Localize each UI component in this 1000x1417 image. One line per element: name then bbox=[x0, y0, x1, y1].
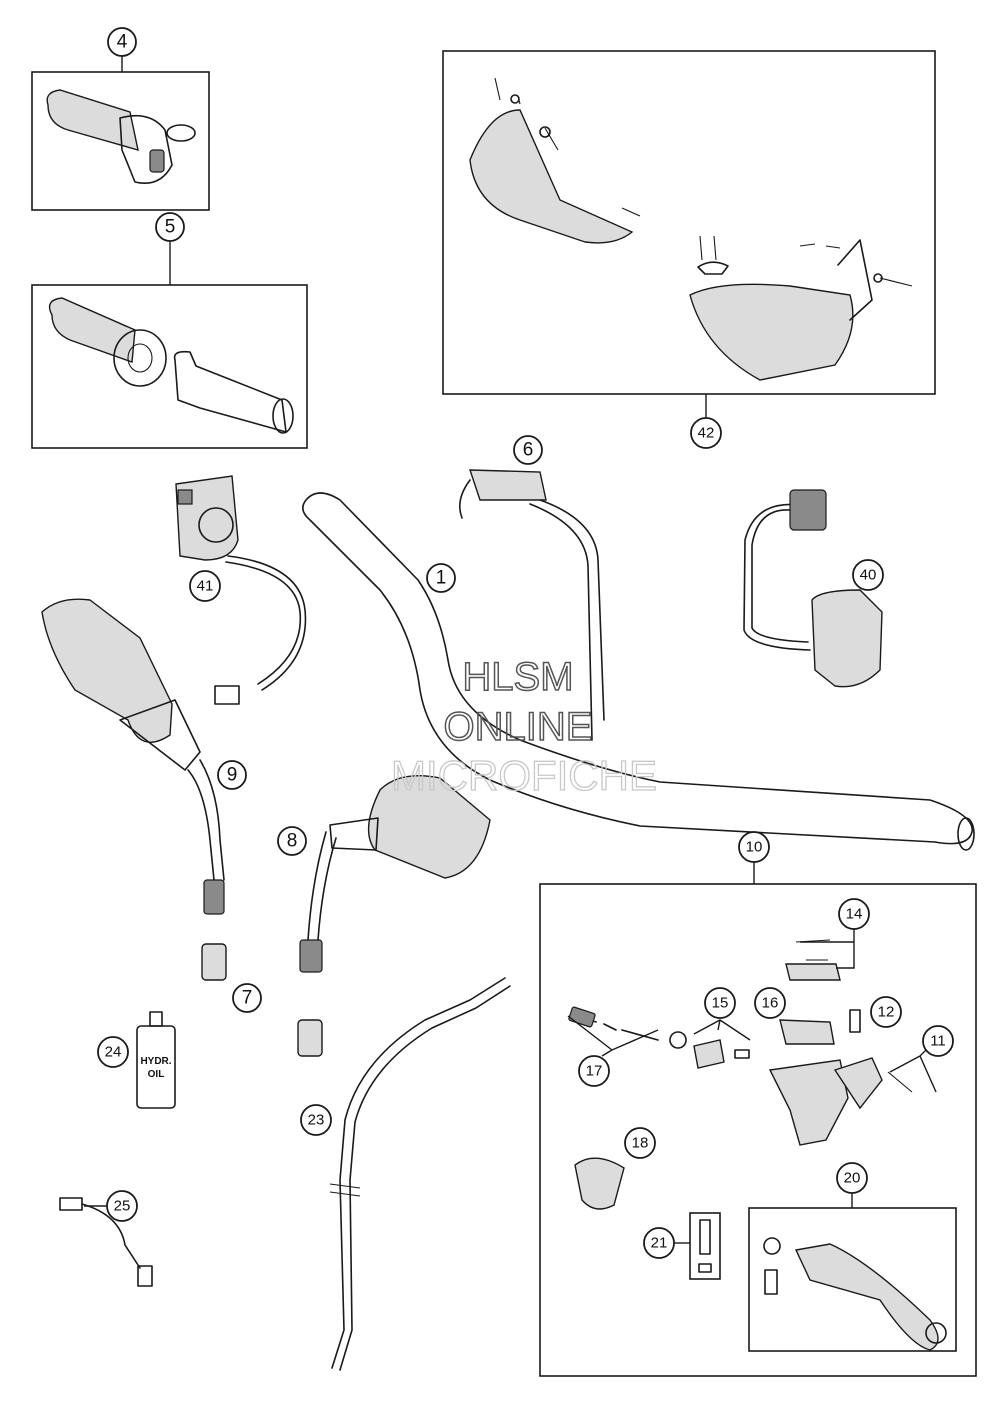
callout-17: 17 bbox=[578, 1055, 610, 1087]
callout-9: 9 bbox=[217, 760, 247, 790]
svg-text:4: 4 bbox=[117, 32, 128, 53]
callout-40: 40 bbox=[852, 559, 884, 591]
svg-text:1: 1 bbox=[436, 568, 447, 589]
svg-text:10: 10 bbox=[746, 839, 763, 856]
svg-text:6: 6 bbox=[523, 440, 534, 461]
svg-text:24: 24 bbox=[105, 1044, 122, 1061]
svg-text:42: 42 bbox=[698, 425, 715, 442]
callout-5: 5 bbox=[155, 212, 185, 242]
pin-part bbox=[698, 1219, 712, 1273]
callout-15: 15 bbox=[704, 987, 736, 1019]
svg-text:41: 41 bbox=[197, 578, 214, 595]
cable-part bbox=[329, 977, 511, 1371]
callout-41: 41 bbox=[189, 570, 221, 602]
callout-1: 1 bbox=[426, 563, 456, 593]
svg-text:17: 17 bbox=[586, 1063, 603, 1080]
grip-set-part bbox=[48, 297, 294, 434]
watermark-line3: MICROFICHE bbox=[391, 752, 657, 799]
handguard-part bbox=[469, 77, 913, 381]
callout-6: 6 bbox=[513, 435, 543, 465]
brake-lever-part bbox=[763, 1237, 947, 1351]
throttle-cable-part bbox=[459, 469, 605, 741]
svg-text:14: 14 bbox=[846, 906, 863, 923]
bottle-label-line1: HYDR. bbox=[140, 1056, 171, 1067]
watermark-line1: HLSM bbox=[462, 655, 573, 699]
callout-10: 10 bbox=[738, 831, 770, 863]
mirror-adapter-right bbox=[297, 1019, 323, 1057]
svg-text:11: 11 bbox=[930, 1033, 946, 1050]
frame-brake-assembly-10 bbox=[539, 883, 977, 1377]
svg-text:15: 15 bbox=[712, 995, 729, 1012]
callout-23: 23 bbox=[300, 1104, 332, 1136]
callout-16: 16 bbox=[754, 987, 786, 1019]
callout-42: 42 bbox=[690, 417, 722, 449]
hydraulic-oil-bottle: HYDR. OIL bbox=[136, 1011, 176, 1109]
callout-24: 24 bbox=[97, 1036, 129, 1068]
brake-clamp-part bbox=[574, 1157, 625, 1210]
callout-21: 21 bbox=[643, 1227, 675, 1259]
bottle-label-line2: OIL bbox=[148, 1069, 165, 1080]
left-mirror-part bbox=[41, 598, 225, 915]
brake-master-cylinder-part bbox=[568, 939, 913, 1146]
svg-text:21: 21 bbox=[651, 1235, 668, 1252]
svg-text:12: 12 bbox=[878, 1004, 895, 1021]
svg-text:18: 18 bbox=[632, 1135, 649, 1152]
callout-7: 7 bbox=[232, 983, 262, 1013]
svg-text:23: 23 bbox=[308, 1112, 325, 1129]
svg-text:7: 7 bbox=[242, 988, 253, 1009]
svg-text:9: 9 bbox=[227, 765, 238, 786]
svg-text:25: 25 bbox=[114, 1198, 131, 1215]
frame-grip-4 bbox=[31, 71, 210, 211]
callout-25: 25 bbox=[106, 1190, 138, 1222]
callout-12: 12 bbox=[870, 996, 902, 1028]
throttle-grip-part bbox=[46, 89, 196, 184]
svg-text:20: 20 bbox=[844, 1170, 861, 1187]
callout-11: 11 bbox=[922, 1025, 954, 1057]
sensor-cable-part bbox=[59, 1197, 153, 1287]
frame-handguards-42 bbox=[442, 50, 936, 395]
handlebar-part bbox=[302, 492, 975, 851]
watermark-line2: ONLINE bbox=[444, 705, 593, 749]
callout-14: 14 bbox=[838, 898, 870, 930]
svg-text:5: 5 bbox=[165, 217, 176, 238]
callout-20: 20 bbox=[836, 1162, 868, 1194]
callout-8: 8 bbox=[277, 826, 307, 856]
leader-lines bbox=[84, 56, 937, 1244]
frame-pin-21 bbox=[689, 1212, 721, 1280]
left-switch-part bbox=[175, 475, 307, 705]
mirror-adapter-left bbox=[201, 943, 227, 981]
right-mirror-part bbox=[299, 775, 491, 973]
right-switch-part bbox=[743, 489, 883, 688]
callout-4: 4 bbox=[107, 27, 137, 57]
callout-18: 18 bbox=[624, 1127, 656, 1159]
svg-text:40: 40 bbox=[860, 567, 877, 584]
svg-text:8: 8 bbox=[287, 831, 298, 852]
svg-text:16: 16 bbox=[762, 995, 779, 1012]
